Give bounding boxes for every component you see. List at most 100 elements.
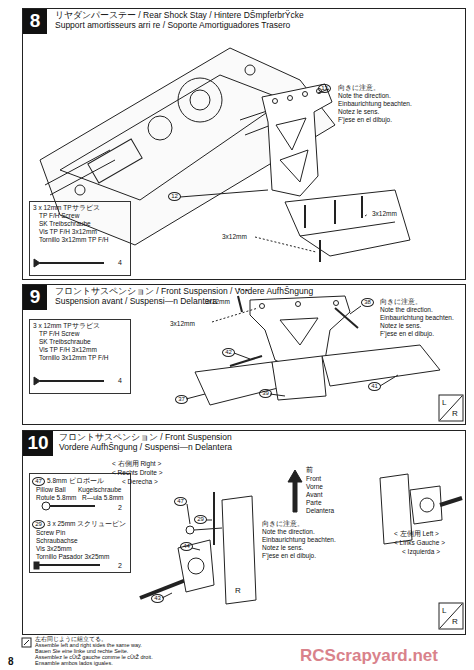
label-text: 3 x 12mm TPサラビス [33, 204, 100, 211]
step-number: 8 [30, 10, 41, 32]
label-text: Vis TP F/H 3x12mm [39, 346, 97, 353]
label-text: L [442, 606, 446, 615]
label-text: Vis TP F/H 3x12mm [39, 228, 97, 235]
callout-number: 38 [361, 298, 374, 307]
label-text: 3x12mm [372, 210, 397, 217]
step-panel: フロントサスペンション / Front Suspension / Vordere… [22, 284, 466, 425]
label-text: Notez le sens. [338, 108, 379, 115]
label-text: Note the direction. [380, 306, 433, 313]
label-text: リヤダンパーステー / Rear Shock Stay / Hintere DŠ… [55, 11, 304, 21]
label-text: 47 [32, 477, 45, 486]
label-text: Notez le sens. [380, 322, 421, 329]
label-text: 3x12mm [222, 233, 247, 240]
label-text: Parte [306, 499, 322, 506]
label-text: < 左側用 Left > [394, 530, 439, 537]
label-text: 向きに注意。 [380, 298, 422, 305]
label-text: 向きに注意。 [262, 520, 304, 527]
callout-number: 42 [222, 348, 235, 357]
label-text: フロントサスペンション / Front Suspension / Vordere… [55, 287, 313, 297]
label-text: TP F/H Screw [39, 330, 79, 337]
step-number: 10 [23, 431, 53, 456]
label-text: TP F/H Screw [39, 212, 79, 219]
label-text: Note the direction. [262, 528, 315, 535]
label-text: Front [306, 475, 321, 482]
label-text: Delantera [306, 507, 334, 514]
label-text: Vordere AufhŠngung / Suspensi—n Delanter… [59, 443, 232, 453]
callout-number: 43 [151, 594, 164, 603]
label-text: < Izquierda > [402, 548, 440, 555]
label-text: F'jese en el dibujo. [338, 116, 392, 123]
label-text: Kugelschraube [78, 486, 121, 493]
label-text: Einbaurichtung beachten. [262, 536, 336, 543]
callout-number: 47 [174, 497, 187, 506]
label-text: Tornillo Pasador 3x25mm [36, 553, 109, 560]
screw-icon [34, 259, 104, 385]
callout-number: 44 [180, 542, 193, 551]
label-text: F'jese en el dibujo. [262, 552, 316, 559]
screws [255, 196, 368, 262]
label-text: < Rechts Droite > [112, 469, 163, 476]
label-text: R [235, 586, 241, 595]
label-text: L [442, 398, 446, 407]
callout-number: 12 [168, 192, 181, 201]
label-text: R [452, 617, 458, 626]
label-text: 前 [306, 466, 313, 474]
label-text: Notez le sens. [262, 544, 303, 551]
label-text: フロントサスペンション / Front Suspension [59, 433, 232, 443]
label-text: < Derecha > [122, 478, 158, 485]
label-text: SK Treibschraube [39, 220, 91, 227]
label-text: 向きに注意。 [338, 84, 380, 91]
label-text: < Links Gauche > [394, 539, 445, 546]
label-text: 3x12mm [170, 320, 195, 327]
label-text: 2 [118, 504, 122, 512]
label-text: Einbaurichtung beachten. [380, 314, 454, 321]
label-text: Note the direction. [338, 92, 391, 99]
label-text: Vorne [306, 483, 323, 490]
step-number: 9 [23, 285, 47, 310]
watermark: RCScrapyard.net [300, 646, 438, 666]
label-text: R [452, 409, 458, 418]
parts-box: 3 x 12mm TPサラビスTP F/H ScrewSK Treibschra… [29, 319, 131, 394]
label-text: 8 [8, 656, 14, 668]
label-text: Schraubachse [36, 537, 78, 544]
label-text: 4 [118, 377, 122, 385]
label-text: Tornillo 3x12mm TP F/H [39, 236, 108, 243]
front-suspension-drawing [186, 289, 463, 421]
callout-number: 41 [368, 382, 381, 391]
parts-box: 3 x 12mm TPサラビスTP F/H ScrewSK Treibschra… [29, 201, 131, 276]
callout-number: 29 [194, 515, 207, 524]
step-number: 10 [27, 432, 48, 454]
label-text: Tornillo 3x12mm TP F/H [39, 354, 108, 361]
label-text: 左右同じように組立てる。 [35, 636, 107, 642]
label-text: SK Treibschraube [39, 338, 91, 345]
label-text: 4 [118, 259, 122, 267]
label-text: Ensamble ambos lados iguales. [35, 660, 113, 666]
step-number: 9 [30, 286, 41, 308]
label-text: Suspension avant / Suspensi—n Delantera [55, 297, 217, 307]
label-text: Einbaurichtung beachten. [338, 100, 412, 107]
step-number: 8 [23, 9, 47, 34]
label-text: Assemble left and right sides the same w… [35, 642, 142, 648]
callout-number: 37 [175, 395, 188, 404]
callout-number: 13 [318, 84, 331, 93]
label-text: Bauen Sie eine linke und rechte Seite. [35, 648, 128, 654]
label-text: Assemblez le cÙtŽ gauche comme le cÙtŽ d… [35, 654, 153, 660]
label-text: 2 [118, 562, 122, 570]
label-text: 5.8mm ピロボール [47, 477, 104, 484]
rear-bumper [285, 190, 410, 256]
callout-number: 39 [259, 389, 272, 398]
label-text: Support amortisseurs arri re / Soporte A… [55, 21, 290, 31]
label-text: Vis 3x25mm [36, 545, 72, 552]
rear-shock-stay [262, 84, 332, 196]
label-text: 3 x 25mm スクリューピン [47, 520, 126, 527]
knuckle-drawing [22, 470, 463, 647]
label-text: R—ula 5.8mm [82, 494, 124, 501]
label-text: Rotule 5.8mm [36, 494, 76, 501]
label-text: Avant [306, 491, 323, 498]
label-text: Screw Pin [36, 529, 65, 536]
label-text: F'jese en el dibujo. [380, 330, 434, 337]
label-text: 3x12mm [205, 298, 230, 305]
label-text: 29 [32, 520, 45, 529]
label-text: < 右側用 Right > [112, 460, 161, 467]
parts-box: 475.8mm ピロボールPillow BallKugelschraubeRot… [29, 473, 131, 573]
